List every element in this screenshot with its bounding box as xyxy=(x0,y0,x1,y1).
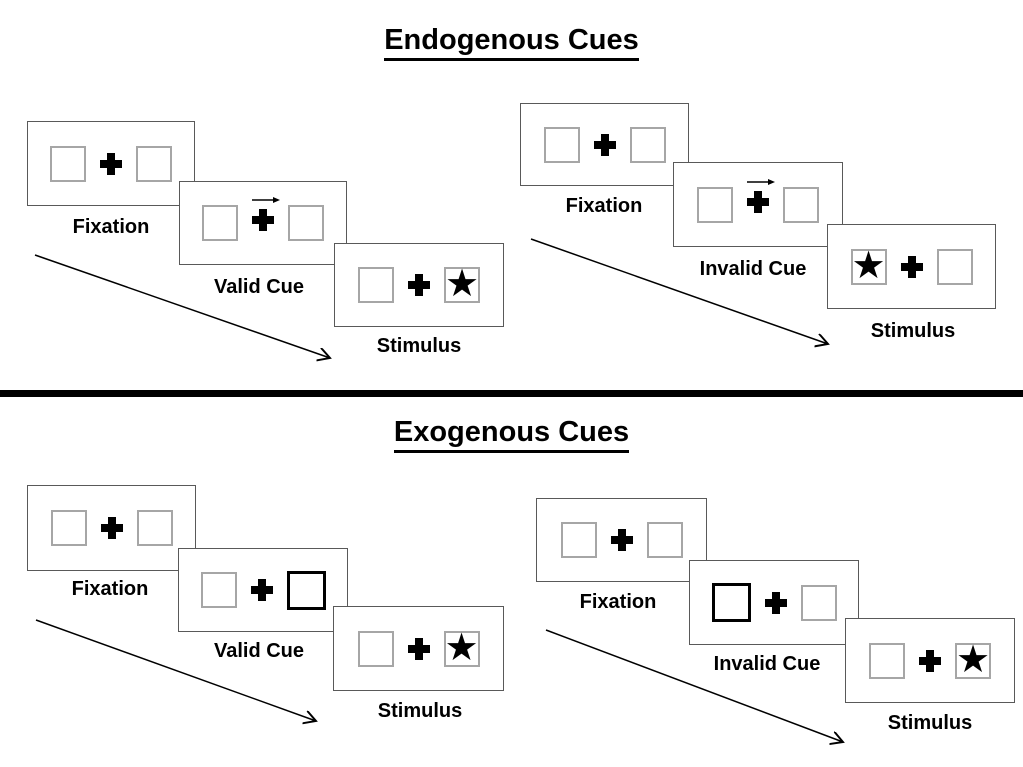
star-icon: ★ xyxy=(444,626,479,669)
fixation-panel xyxy=(27,485,196,571)
section-divider xyxy=(0,390,1023,397)
right-box xyxy=(800,584,837,621)
right-box xyxy=(936,248,973,285)
fixation-cross-icon xyxy=(100,517,123,539)
left-box xyxy=(50,145,86,182)
cue-arrow-icon xyxy=(252,197,280,203)
star-box: ★ xyxy=(444,263,480,305)
right-box xyxy=(646,522,683,558)
panel-label: Fixation xyxy=(71,578,149,600)
star-icon: ★ xyxy=(851,244,886,287)
cue-cross-group xyxy=(747,178,775,213)
fixation-cross-icon xyxy=(764,591,787,614)
valid-cue-panel xyxy=(178,548,348,632)
cue-cross-group xyxy=(252,197,280,231)
right-box xyxy=(136,145,172,182)
fixation-cross-icon xyxy=(747,190,769,213)
left-box xyxy=(543,126,580,163)
section-title-endogenous: Endogenous Cues xyxy=(0,24,1023,61)
stimulus-panel: ★ xyxy=(333,606,504,691)
timeline-arrow xyxy=(530,238,840,354)
fixation-panel xyxy=(520,103,689,186)
left-box xyxy=(357,630,394,667)
invalid-cue-panel xyxy=(673,162,843,247)
left-box xyxy=(50,510,87,546)
panel-label: Stimulus xyxy=(870,320,956,342)
panel-label: Stimulus xyxy=(377,700,463,722)
panel-label: Stimulus xyxy=(887,712,973,734)
left-box xyxy=(560,522,597,558)
right-box xyxy=(288,205,324,241)
right-box xyxy=(136,510,173,546)
highlighted-cue-box xyxy=(286,570,326,610)
fixation-cross-icon xyxy=(408,274,430,296)
highlighted-cue-box xyxy=(711,583,751,622)
left-box xyxy=(697,186,733,223)
star-box: ★ xyxy=(955,638,991,681)
fixation-panel xyxy=(536,498,707,582)
panel-label: Valid Cue xyxy=(213,640,305,662)
section-title-exogenous: Exogenous Cues xyxy=(0,416,1023,453)
star-box: ★ xyxy=(850,244,887,287)
fixation-cross-icon xyxy=(610,529,633,551)
fixation-cross-icon xyxy=(593,133,616,156)
invalid-cue-panel xyxy=(689,560,859,645)
fixation-cross-icon xyxy=(252,209,274,231)
panel-label: Fixation xyxy=(565,195,643,217)
panel-label: Fixation xyxy=(579,591,657,613)
stimulus-panel: ★ xyxy=(845,618,1015,703)
fixation-panel xyxy=(27,121,195,206)
stimulus-panel: ★ xyxy=(334,243,504,327)
stimulus-panel: ★ xyxy=(827,224,996,309)
timeline-arrow xyxy=(34,254,342,368)
left-box xyxy=(358,267,394,303)
timeline-arrow xyxy=(35,619,331,733)
fixation-cross-icon xyxy=(250,579,273,601)
left-box xyxy=(200,572,237,608)
star-icon: ★ xyxy=(444,263,480,305)
valid-cue-panel xyxy=(179,181,347,265)
left-box xyxy=(202,205,238,241)
fixation-cross-icon xyxy=(100,152,122,175)
panel-label: Invalid Cue xyxy=(699,258,807,280)
star-box: ★ xyxy=(443,626,480,669)
star-icon: ★ xyxy=(955,638,991,681)
right-box xyxy=(629,126,666,163)
fixation-cross-icon xyxy=(919,649,941,672)
panel-label: Stimulus xyxy=(376,335,462,357)
fixation-cross-icon xyxy=(900,255,923,278)
left-box xyxy=(869,642,905,679)
right-box xyxy=(783,186,819,223)
panel-label: Invalid Cue xyxy=(713,653,821,675)
panel-label: Valid Cue xyxy=(213,276,305,298)
fixation-cross-icon xyxy=(407,637,430,660)
cue-arrow-icon xyxy=(747,178,775,185)
timeline-arrow xyxy=(545,629,855,752)
panel-label: Fixation xyxy=(72,216,150,238)
